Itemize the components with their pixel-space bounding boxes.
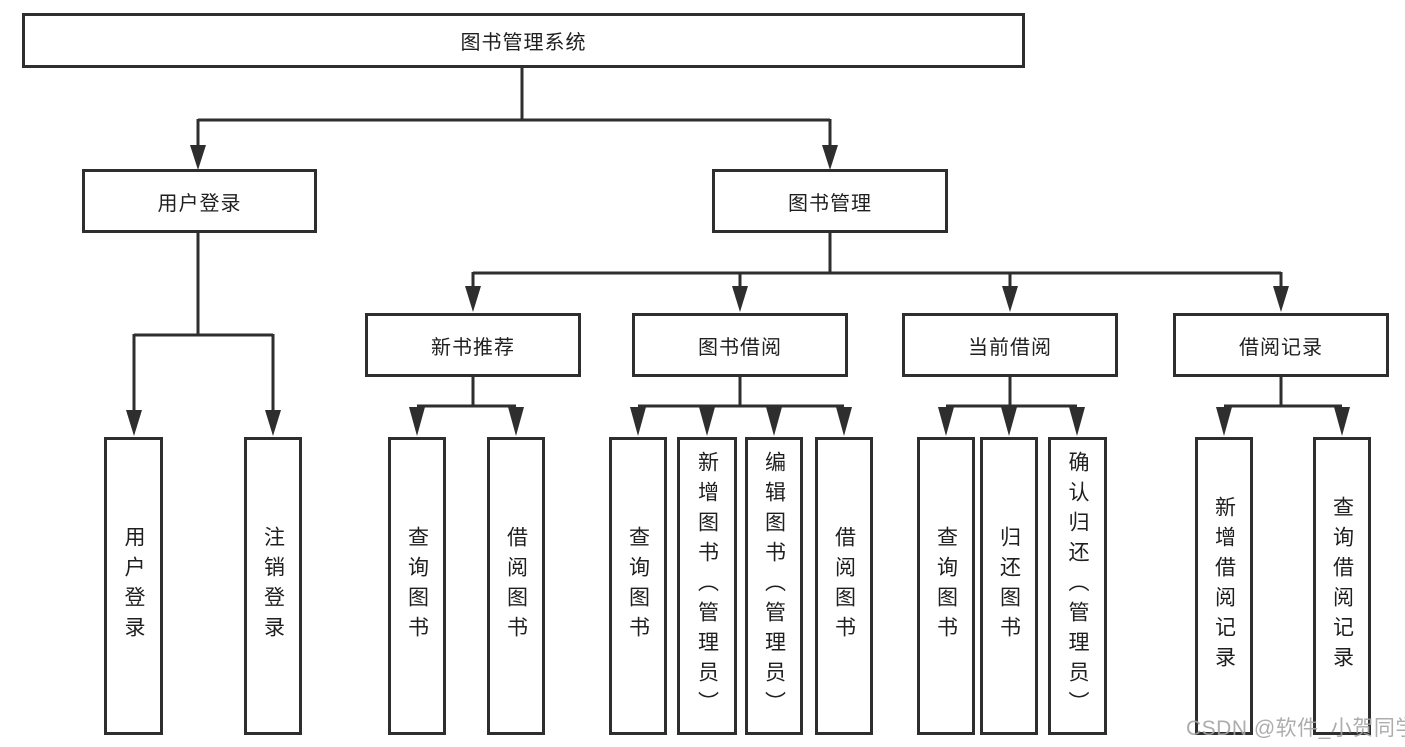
leaf-user-login-label: 用户登录 <box>122 526 145 646</box>
node-borrow-records: 借阅记录 <box>1173 313 1389 377</box>
leaf-query-books-current: 查询图书 <box>917 437 975 735</box>
node-current-borrow-label: 当前借阅 <box>968 336 1052 359</box>
node-new-book-recommend: 新书推荐 <box>365 313 581 377</box>
arrowhead-icon <box>1001 407 1017 436</box>
arrowhead-icon <box>265 410 281 436</box>
leaf-query-books-recommend-label: 查询图书 <box>405 526 429 646</box>
arrowhead-icon <box>699 407 715 436</box>
leaf-add-book-admin: 新增图书（管理员） <box>677 437 737 735</box>
leaf-borrow-books-recommend: 借阅图书 <box>487 437 545 735</box>
arrowhead-icon <box>766 407 782 436</box>
arrowhead-icon <box>822 145 838 170</box>
connectors-book-management-branch <box>465 233 1289 312</box>
leaf-confirm-return-admin: 确认归还（管理员） <box>1048 437 1107 735</box>
arrowhead-icon <box>732 286 748 312</box>
node-user-login-label: 用户登录 <box>157 192 242 215</box>
csdn-watermark: CSDN @软件_小贺同学 <box>1186 717 1405 740</box>
node-book-borrow: 图书借阅 <box>632 313 848 377</box>
arrowhead-icon <box>836 407 852 436</box>
leaf-borrow-books-label: 借阅图书 <box>832 526 856 646</box>
leaf-add-borrow-record-label: 新增借阅记录 <box>1212 496 1236 676</box>
leaf-return-books-label: 归还图书 <box>997 526 1021 646</box>
leaf-return-books: 归还图书 <box>980 437 1038 735</box>
node-user-login: 用户登录 <box>82 169 317 233</box>
leaf-query-books-borrow: 查询图书 <box>609 437 667 735</box>
leaf-query-books-recommend: 查询图书 <box>388 437 446 735</box>
arrowhead-icon <box>1216 407 1232 436</box>
arrowhead-icon <box>1273 286 1289 312</box>
leaf-borrow-books-recommend-label: 借阅图书 <box>504 526 528 646</box>
node-current-borrow: 当前借阅 <box>902 313 1118 377</box>
leaf-add-book-admin-label: 新增图书（管理员） <box>695 451 719 721</box>
node-book-borrow-label: 图书借阅 <box>698 336 782 359</box>
leaf-add-borrow-record: 新增借阅记录 <box>1195 437 1253 735</box>
arrowhead-icon <box>409 407 425 436</box>
leaf-logout-label: 注销登录 <box>261 526 285 646</box>
arrowhead-icon <box>1069 407 1085 436</box>
node-root-label: 图书管理系统 <box>460 32 587 54</box>
connectors-current-borrow-branch <box>938 377 1085 436</box>
connectors-borrow-records-branch <box>1216 377 1350 436</box>
connectors-user-login-branch <box>126 233 281 436</box>
leaf-query-books-borrow-label: 查询图书 <box>626 526 650 646</box>
leaf-query-borrow-record: 查询借阅记录 <box>1313 437 1371 735</box>
arrowhead-icon <box>190 145 206 170</box>
arrowhead-icon <box>508 407 524 436</box>
leaf-user-login: 用户登录 <box>104 437 163 735</box>
leaf-edit-book-admin: 编辑图书（管理员） <box>745 437 803 735</box>
arrowhead-icon <box>630 407 646 436</box>
arrowhead-icon <box>938 407 954 436</box>
node-root: 图书管理系统 <box>22 13 1025 68</box>
leaf-query-borrow-record-label: 查询借阅记录 <box>1330 496 1354 676</box>
node-borrow-records-label: 借阅记录 <box>1239 336 1323 359</box>
leaf-confirm-return-admin-label: 确认归还（管理员） <box>1066 451 1089 721</box>
node-book-management-label: 图书管理 <box>788 192 872 215</box>
leaf-borrow-books: 借阅图书 <box>815 437 873 735</box>
leaf-logout: 注销登录 <box>244 437 302 735</box>
arrowhead-icon <box>126 410 142 436</box>
connectors-new-book-recommend-branch <box>409 377 524 436</box>
leaf-query-books-current-label: 查询图书 <box>934 526 958 646</box>
connectors-book-borrow-branch <box>630 377 852 436</box>
arrowhead-icon <box>1002 286 1018 312</box>
arrowhead-icon <box>1334 407 1350 436</box>
leaf-edit-book-admin-label: 编辑图书（管理员） <box>762 451 786 721</box>
node-new-book-recommend-label: 新书推荐 <box>431 336 515 359</box>
connectors-root-to-level2 <box>190 68 838 170</box>
arrowhead-icon <box>465 286 481 312</box>
node-book-management: 图书管理 <box>712 169 948 233</box>
